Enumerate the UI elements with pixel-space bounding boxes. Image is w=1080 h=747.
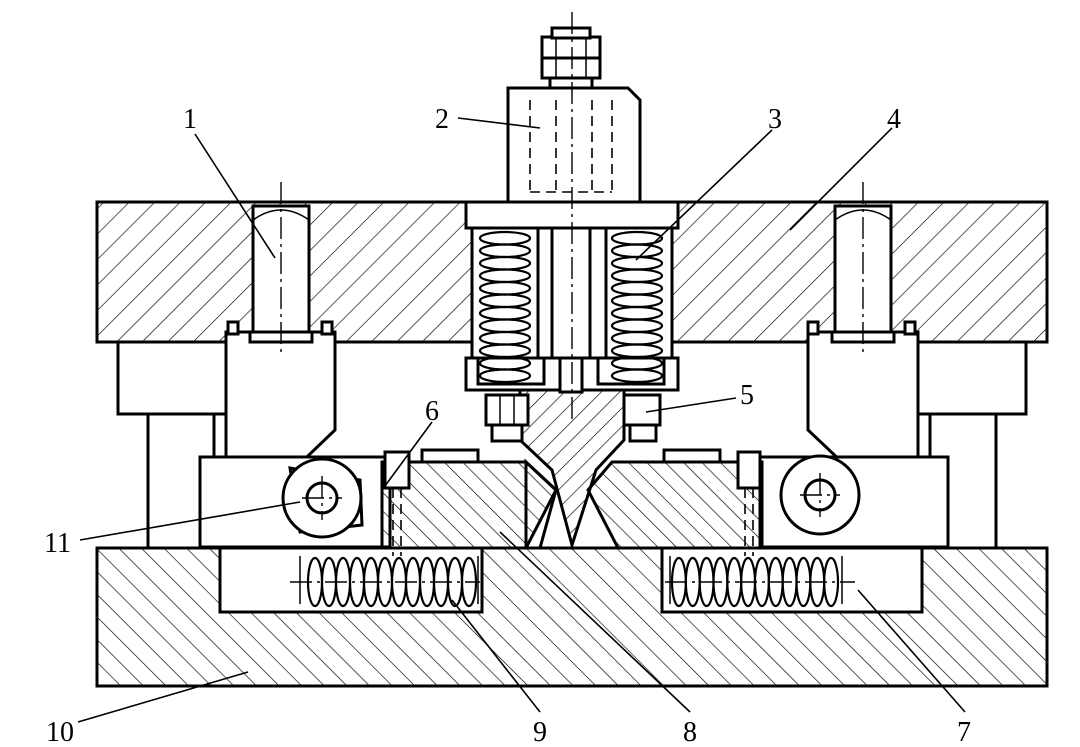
lock-nut [540,26,602,90]
upper-springs [478,230,664,384]
lower-spring-caps [299,556,843,604]
callout-4: 4 [887,104,901,135]
callout-5: 5 [740,380,754,411]
leader-10 [77,671,249,723]
leader-1 [194,133,276,259]
spring-coil [610,368,664,384]
leader-lines [77,117,966,723]
left-slider [380,448,558,550]
leader-4 [789,127,893,231]
spring-coil [478,368,532,384]
leader-11 [79,501,301,541]
callout-9: 9 [533,717,547,747]
right-slider [586,448,764,550]
callout-6: 6 [425,396,439,427]
leader-8 [499,531,691,713]
leader-7 [857,589,966,713]
callout-8: 8 [683,717,697,747]
callout-3: 3 [768,104,782,135]
leader-2 [457,117,541,129]
lower-die-plate [95,546,1049,688]
callout-labels: 1 2 3 4 5 6 7 8 9 10 11 [44,104,971,747]
leader-6 [381,421,433,491]
stripper-screws [484,393,662,443]
shank-bushing [506,86,642,204]
leader-3 [635,129,773,261]
center-lines [280,12,864,583]
callout-10: 10 [46,717,74,747]
callout-11: 11 [44,528,71,559]
leader-5 [645,397,737,413]
upper-die-plate [95,200,1049,344]
callout-7: 7 [957,717,971,747]
callout-2: 2 [435,104,449,135]
leader-9 [451,599,541,713]
callout-1: 1 [183,104,197,135]
